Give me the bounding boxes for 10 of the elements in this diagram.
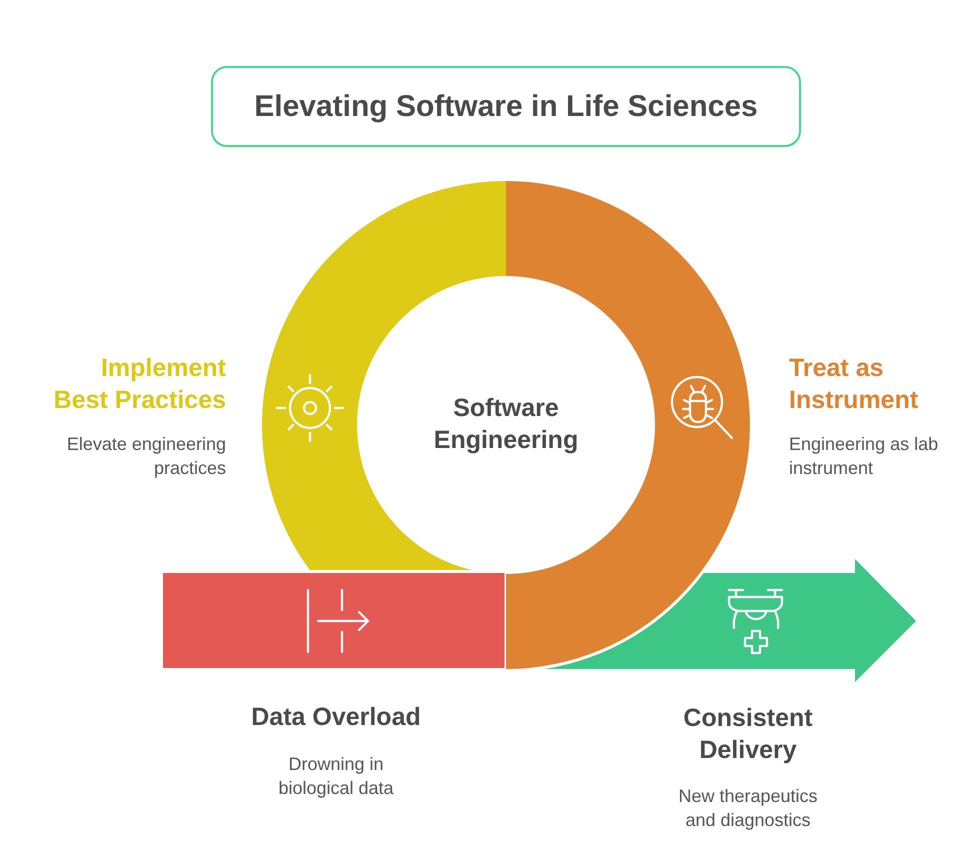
- segment-description: Engineering as lab instrument: [789, 433, 940, 480]
- diagram-title: Elevating Software in Life Sciences: [211, 66, 801, 147]
- hub-title: Software Engineering: [432, 393, 580, 456]
- segment-description: Elevate engineering practices: [66, 433, 226, 480]
- segment-title: Consistent Delivery: [682, 703, 814, 766]
- segment-description: New therapeutics and diagnostics: [677, 785, 819, 832]
- segment-description: Drowning in biological data: [277, 753, 395, 800]
- segment-title: Treat as Instrument: [789, 353, 920, 416]
- segment-title: Data Overload: [250, 702, 422, 733]
- segment-title: Implement Best Practices: [52, 353, 226, 416]
